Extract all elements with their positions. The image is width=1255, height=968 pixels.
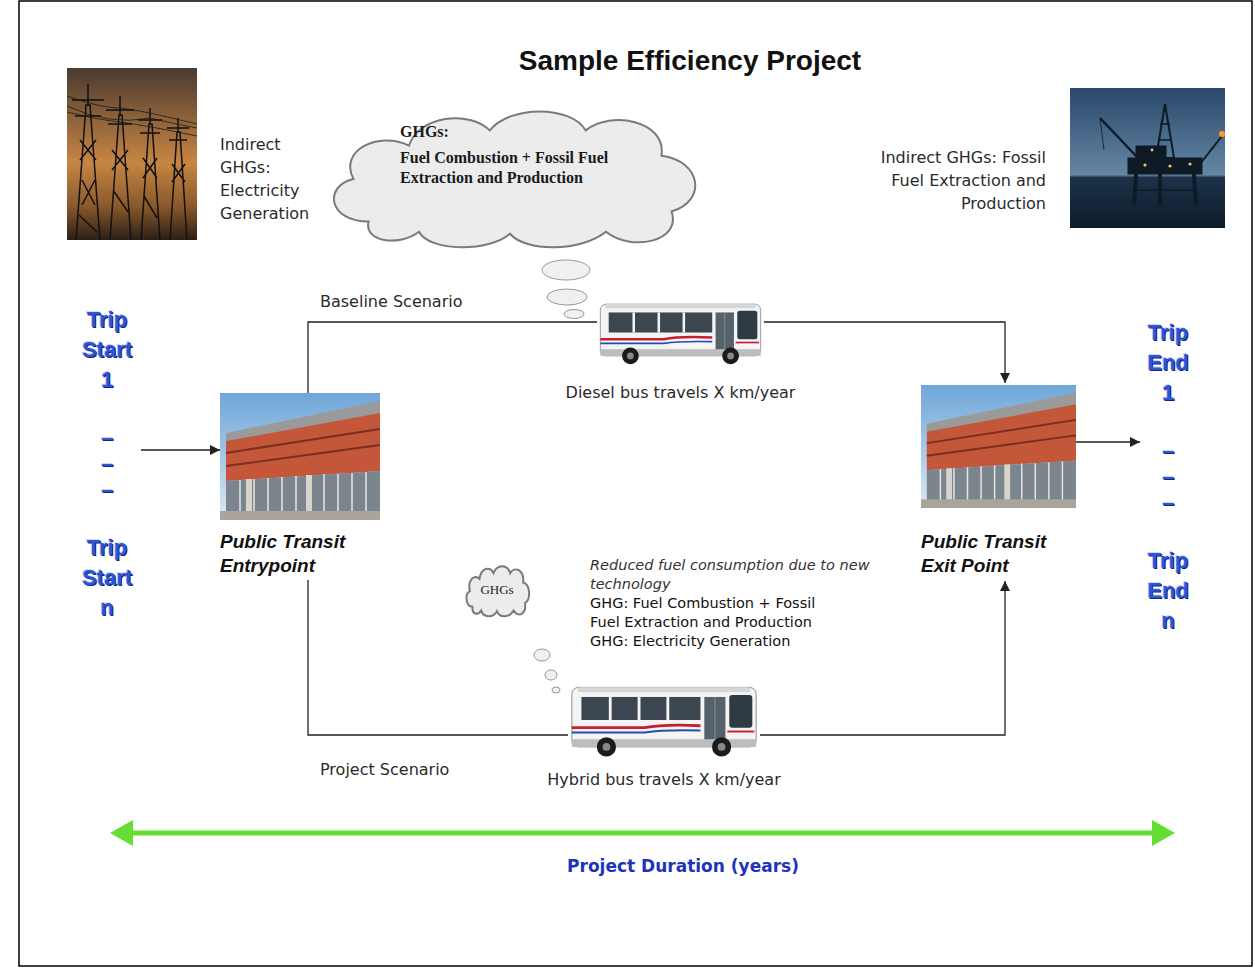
cloud-text-block: GHGs xyxy=(462,562,532,618)
flow-connector xyxy=(308,322,597,393)
cloud-text-block: GHGs: Fuel Combustion + Fossil Fuel Extra… xyxy=(400,122,645,188)
cloud-text: GHGs: xyxy=(400,122,645,142)
note-label: GHG: Fuel Combustion + Fossil Fuel Extra… xyxy=(590,594,848,632)
station-label: Public Transit Entrypoint xyxy=(220,530,380,578)
trip-end-column: Trip End 1–––Trip End n xyxy=(1140,318,1196,636)
station-label: Public Transit Exit Point xyxy=(921,530,1076,578)
flow-connector xyxy=(764,322,1005,383)
note-label: Project Scenario xyxy=(320,758,449,781)
trip-dash: – xyxy=(79,425,135,451)
cloud-path xyxy=(334,111,695,247)
diesel-bus: Diesel bus travels X km/year xyxy=(597,295,764,370)
flow-connector xyxy=(308,580,568,735)
cloud-text: Fuel Combustion + Fossil Fuel Extraction… xyxy=(400,148,645,188)
ghg-cloud-small: GHGs xyxy=(462,562,532,618)
note-label: GHG: Electricity Generation xyxy=(590,632,790,651)
trip-label: Trip End n xyxy=(1140,546,1196,636)
ghg-cloud: GHGs: Fuel Combustion + Fossil Fuel Extra… xyxy=(308,100,712,252)
trip-label: Trip End 1 xyxy=(1140,318,1196,408)
cloud-path xyxy=(467,566,530,616)
trip-dash: – xyxy=(1140,464,1196,490)
trip-label: Trip Start n xyxy=(79,533,135,623)
note-label: Indirect GHGs: Electricity Generation xyxy=(220,133,328,225)
trip-dash: – xyxy=(1140,490,1196,516)
trip-dash: – xyxy=(1140,438,1196,464)
bus-caption: Diesel bus travels X km/year xyxy=(566,383,796,403)
trip-start-column: Trip Start 1–––Trip Start n xyxy=(79,305,135,623)
note-label: Indirect GHGs: Fossil Fuel Extraction an… xyxy=(851,146,1046,215)
hybrid-bus: Hybrid bus travels X km/year xyxy=(568,680,760,760)
note-label: Reduced fuel consumption due to new tech… xyxy=(590,556,875,594)
flow-connector xyxy=(141,449,220,450)
cloud-text: GHGs xyxy=(480,582,513,598)
transit-exit: Public Transit Exit Point xyxy=(921,383,1076,578)
note-label: Baseline Scenario xyxy=(320,290,462,313)
flow-connector xyxy=(1076,441,1140,442)
trip-label: Trip Start 1 xyxy=(79,305,135,395)
diagram-title: Sample Efficiency Project xyxy=(440,44,940,78)
bus-caption: Hybrid bus travels X km/year xyxy=(547,770,780,790)
transit-entry: Public Transit Entrypoint xyxy=(220,393,380,578)
note-label: Project Duration (years) xyxy=(455,855,911,877)
trip-dash: – xyxy=(79,451,135,477)
trip-dash: – xyxy=(79,477,135,503)
